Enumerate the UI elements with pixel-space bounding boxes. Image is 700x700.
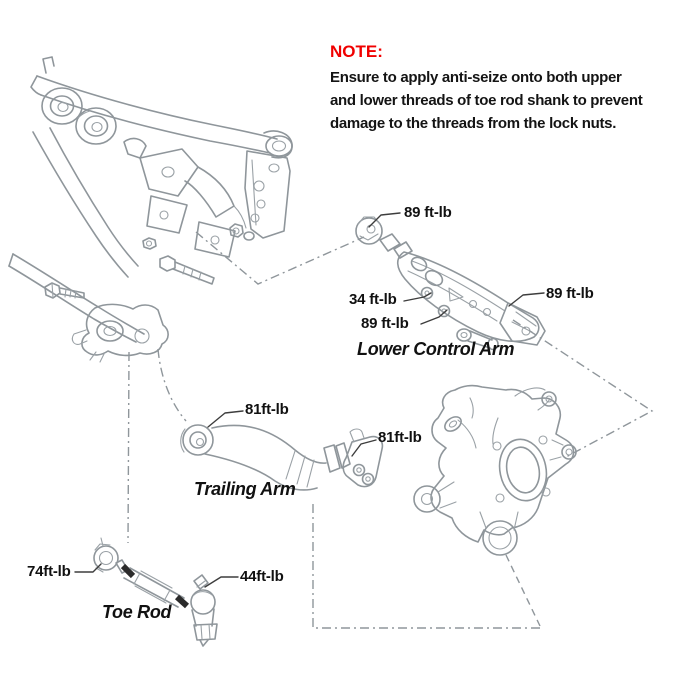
- toe-rod-outer-locknut: [174, 594, 190, 609]
- label-leader-lines: [74, 212, 545, 588]
- note-block: NOTE: Ensure to apply anti-seize onto bo…: [330, 42, 643, 135]
- part-label-toe-rod: Toe Rod: [102, 602, 172, 622]
- torque-label-toe-rod-inner: 74ft-lb: [27, 563, 71, 580]
- knuckle-drawing: [413, 384, 577, 556]
- note-line: and lower threads of toe rod shank to pr…: [330, 92, 643, 109]
- toe-rod-inner-locknut: [120, 563, 136, 579]
- torque-label-toe-rod-outer: 44ft-lb: [240, 568, 284, 585]
- torque-label-trailing-arm-rear: 81ft-lb: [378, 429, 422, 446]
- note-line: damage to the threads from the lock nuts…: [330, 115, 617, 132]
- note-title: NOTE:: [330, 42, 383, 61]
- torque-label-trailing-arm-front: 81ft-lb: [245, 401, 289, 418]
- torque-label-lca-adjust-bolt: 34 ft-lb: [349, 291, 397, 308]
- toe-rod-drawing: [93, 537, 218, 647]
- torque-label-lca-lower-bolt: 89 ft-lb: [361, 315, 409, 332]
- lower-control-arm-drawing: [355, 216, 546, 351]
- alignment-dash-lines: [127, 231, 654, 629]
- note-line: Ensure to apply anti-seize onto both upp…: [330, 69, 622, 86]
- part-label-lower-control-arm: Lower Control Arm: [357, 339, 515, 359]
- torque-label-lca-rear-mount: 89 ft-lb: [546, 285, 594, 302]
- torque-label-lca-front-bushing: 89 ft-lb: [404, 204, 452, 221]
- part-label-trailing-arm: Trailing Arm: [194, 479, 296, 499]
- trailing-arm-drawing: [180, 424, 384, 491]
- subframe-drawing: [8, 56, 293, 363]
